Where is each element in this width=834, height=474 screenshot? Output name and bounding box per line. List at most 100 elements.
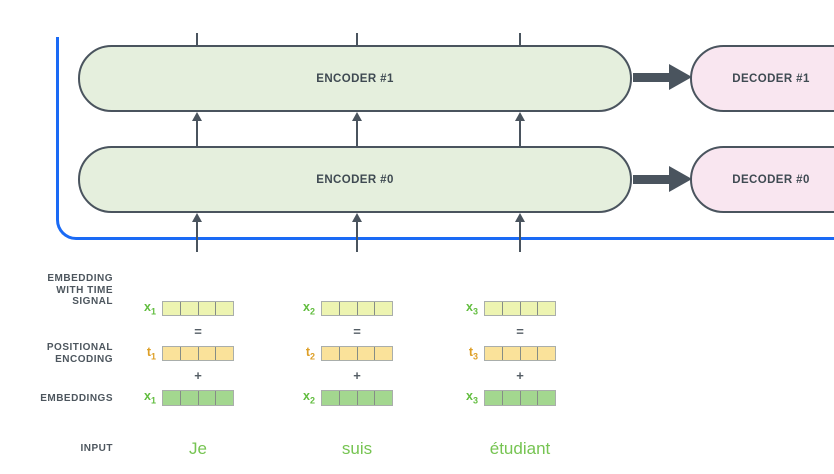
vector-cell <box>501 302 520 315</box>
t1-positional-var-label: t1 <box>146 345 156 362</box>
positional-encoding-vector-1 <box>162 346 234 361</box>
vector-cell <box>163 391 180 405</box>
vector-cell <box>179 391 198 405</box>
equals-operator: = <box>194 324 202 339</box>
arrow-shaft <box>196 221 198 252</box>
decoder-0-label: DECODER #0 <box>732 173 810 186</box>
vector-cell <box>163 302 180 315</box>
arrow-head-icon <box>515 213 525 222</box>
vector-cell <box>322 302 339 315</box>
label-line: POSITIONAL <box>46 342 113 353</box>
input-token-1: Je <box>189 439 207 458</box>
arrow-head-icon <box>515 112 525 121</box>
vector-cell <box>215 391 233 405</box>
vector-cell <box>163 347 180 360</box>
encoder-0-label: ENCODER #0 <box>316 173 394 186</box>
vector-cell <box>519 391 538 405</box>
vector-cell <box>338 302 357 315</box>
encoder-stack-bracket <box>56 37 834 240</box>
label-line: ENCODING <box>55 353 113 365</box>
vector-cell <box>501 347 520 360</box>
encoder-1-box: ENCODER #1 <box>78 45 632 112</box>
vector-cell <box>356 302 375 315</box>
x3-embedding-var-label: x3 <box>466 389 478 406</box>
decoder-1-label: DECODER #1 <box>732 72 810 85</box>
vector-cell <box>338 347 357 360</box>
arrow-head-icon <box>192 112 202 121</box>
encoder-0-box: ENCODER #0 <box>78 146 632 213</box>
decoder-1-box: DECODER #1 <box>690 45 834 112</box>
vector-cell <box>485 347 502 360</box>
embedding-time-signal-vector-3 <box>484 301 556 316</box>
vector-cell <box>537 302 555 315</box>
t2-positional-var-label: t2 <box>305 345 315 362</box>
vector-cell <box>537 391 555 405</box>
top-stub-line-1 <box>196 33 198 45</box>
positional-encoding-label: POSITIONAL ENCODING <box>0 342 113 365</box>
embedding-time-signal-vector-1 <box>162 301 234 316</box>
vector-cell <box>485 391 502 405</box>
arrow-head-icon <box>192 213 202 222</box>
plus-operator: + <box>194 368 202 383</box>
embedding-with-time-signal-label: EMBEDDING WITH TIME SIGNAL <box>0 273 113 308</box>
vector-cell <box>197 347 216 360</box>
x2-embedding-var-label: x2 <box>303 389 315 406</box>
vector-cell <box>322 391 339 405</box>
vector-cell <box>519 347 538 360</box>
vector-cell <box>215 302 233 315</box>
vector-cell <box>215 347 233 360</box>
arrow-shaft <box>519 120 521 146</box>
embedding-vector-2 <box>321 390 393 406</box>
vector-cell <box>485 302 502 315</box>
top-stub-line-2 <box>356 33 358 45</box>
positional-encoding-vector-2 <box>321 346 393 361</box>
equals-operator: = <box>516 324 524 339</box>
arrow-shaft <box>633 175 670 184</box>
vector-cell <box>374 391 392 405</box>
vector-cell <box>322 347 339 360</box>
vector-cell <box>501 391 520 405</box>
input-token-2: suis <box>341 439 373 458</box>
vector-cell <box>179 347 198 360</box>
t3-positional-var-label: t3 <box>468 345 478 362</box>
vector-cell <box>374 347 392 360</box>
arrow-shaft <box>196 120 198 146</box>
positional-encoding-vector-3 <box>484 346 556 361</box>
arrow-shaft <box>356 120 358 146</box>
arrow-shaft <box>356 221 358 252</box>
encoder-1-label: ENCODER #1 <box>316 72 394 85</box>
vector-cell <box>197 391 216 405</box>
equals-operator: = <box>353 324 361 339</box>
vector-cell <box>374 302 392 315</box>
vector-cell <box>519 302 538 315</box>
x3-time-signal-var-label: x3 <box>466 300 478 317</box>
x2-time-signal-var-label: x2 <box>303 300 315 317</box>
decoder-0-box: DECODER #0 <box>690 146 834 213</box>
arrow-shaft <box>633 73 670 82</box>
plus-operator: + <box>353 368 361 383</box>
arrow-head-icon <box>352 213 362 222</box>
vector-cell <box>356 347 375 360</box>
arrow-head-icon <box>352 112 362 121</box>
embedding-vector-3 <box>484 390 556 406</box>
vector-cell <box>356 391 375 405</box>
label-line: WITH TIME <box>56 284 113 296</box>
plus-operator: + <box>516 368 524 383</box>
label-line: EMBEDDING <box>47 273 113 284</box>
top-stub-line-3 <box>519 33 521 45</box>
input-token-3: étudiant <box>489 439 551 458</box>
vector-cell <box>338 391 357 405</box>
vector-cell <box>197 302 216 315</box>
embedding-vector-1 <box>162 390 234 406</box>
arrow-shaft <box>519 221 521 252</box>
embedding-time-signal-vector-2 <box>321 301 393 316</box>
vector-cell <box>179 302 198 315</box>
x1-time-signal-var-label: x1 <box>144 300 156 317</box>
x1-embedding-var-label: x1 <box>144 389 156 406</box>
vector-cell <box>537 347 555 360</box>
embeddings-label: EMBEDDINGS <box>40 393 113 404</box>
arrow-head-icon <box>669 64 692 90</box>
label-line: SIGNAL <box>72 296 113 307</box>
arrow-head-icon <box>669 166 692 192</box>
